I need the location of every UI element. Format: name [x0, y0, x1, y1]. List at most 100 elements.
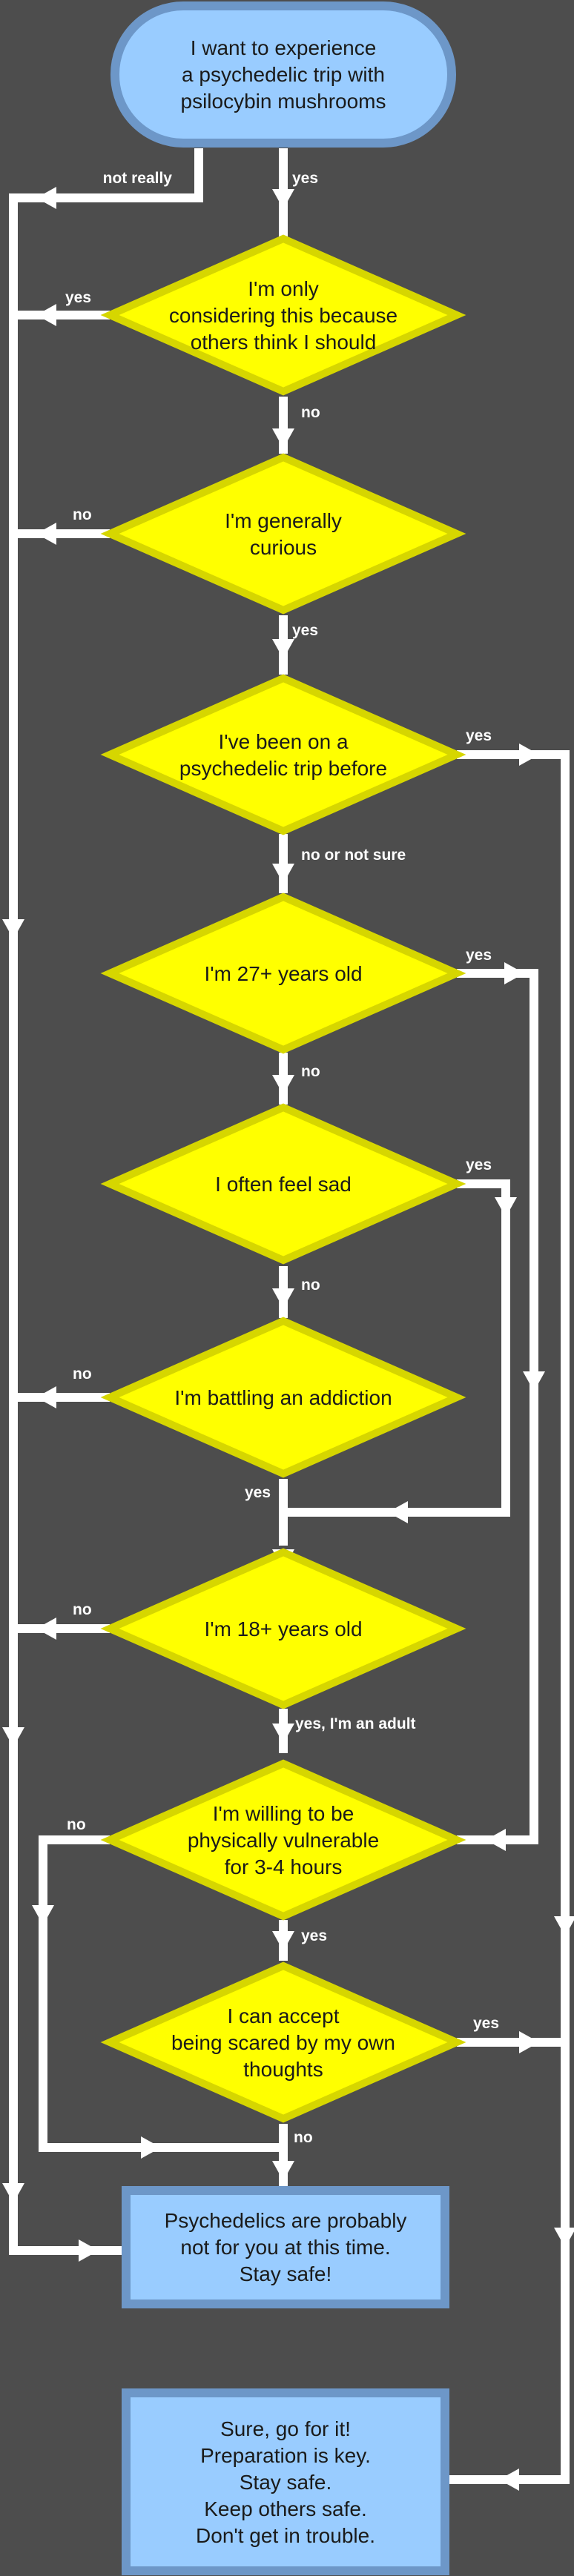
- node-text-line: I've been on a: [218, 730, 348, 753]
- arrowheads: [2, 187, 574, 2491]
- edge-labels: not really yes yes no no yes yes no or n…: [65, 170, 499, 2146]
- label-d4-yes: yes: [466, 947, 492, 964]
- node-text-line: I can accept: [228, 2004, 340, 2027]
- node-text-line: Keep others safe.: [204, 2497, 366, 2520]
- arrowhead: [388, 1501, 408, 1523]
- arrowhead: [523, 1371, 545, 1391]
- edge-d8-no: [39, 1835, 283, 2152]
- decision-shape: [100, 453, 466, 615]
- label-d8-yes: yes: [301, 1927, 327, 1944]
- arrowhead: [495, 1197, 517, 1217]
- decision-text-often-sad: I often feel sad: [215, 1173, 352, 1196]
- node-text-line: I'm 27+ years old: [204, 962, 362, 985]
- arrowhead: [36, 1618, 56, 1640]
- node-text-line: being scared by my own: [171, 2031, 395, 2054]
- outcome-go-for-it-text: Sure, go for it!Preparation is key.Stay …: [196, 2417, 375, 2547]
- decision-shape: [100, 1961, 466, 2123]
- label-d9-no: no: [294, 2129, 313, 2146]
- label-start-not-really: not really: [103, 170, 173, 187]
- arrowhead: [519, 744, 539, 766]
- arrowhead: [272, 864, 294, 884]
- decision-text-addiction: I'm battling an addiction: [174, 1386, 392, 1409]
- arrowhead: [79, 2239, 99, 2262]
- label-d1-yes: yes: [65, 289, 91, 306]
- edge-start-not-really: [9, 148, 203, 2255]
- node-text-line: physically vulnerable: [188, 1829, 379, 1852]
- label-d8-no: no: [67, 1816, 86, 1833]
- label-d7-yes: yes, I'm an adult: [295, 1715, 416, 1732]
- arrowhead: [272, 1931, 294, 1951]
- label-start-yes: yes: [292, 170, 318, 187]
- arrowhead: [272, 428, 294, 448]
- decision-shape: [100, 234, 466, 396]
- node-text-line: others think I should: [191, 331, 377, 354]
- label-d4-no: no: [301, 1063, 320, 1080]
- decision-shape: [100, 1317, 466, 1478]
- arrowhead: [519, 2031, 539, 2053]
- arrowhead: [2, 1727, 24, 1747]
- label-d2-no: no: [73, 506, 92, 523]
- node-text-line: for 3-4 hours: [225, 1855, 343, 1878]
- node-text-line: I'm generally: [225, 509, 342, 532]
- decision-text-been-on-trip: I've been on a psychedelic trip before: [179, 730, 387, 780]
- label-d3-yes: yes: [466, 727, 492, 744]
- outcome-go-for-it-box: [122, 2388, 449, 2575]
- label-d2-yes: yes: [292, 622, 318, 639]
- decision-text-accept-scared: I can accept being scared by my own though…: [171, 2004, 395, 2081]
- arrowhead: [32, 1905, 54, 1925]
- arrowhead: [36, 1386, 56, 1408]
- arrowhead: [486, 1829, 506, 1851]
- node-text-line: Sure, go for it!: [220, 2417, 351, 2440]
- node-text-line: psilocybin mushrooms: [181, 90, 386, 113]
- decision-shape: [100, 1759, 466, 1921]
- start-node: I want to experience a psychedelic trip w…: [110, 1, 456, 148]
- node-text-line: Preparation is key.: [200, 2444, 371, 2467]
- arrowhead: [554, 2228, 574, 2248]
- decision-text-physically-vulnerable: I'm willing to be physically vulnerable fo…: [188, 1802, 379, 1878]
- arrowhead: [2, 919, 24, 939]
- arrowhead: [36, 304, 56, 326]
- label-d1-no: no: [301, 404, 320, 421]
- start-terminal-shape: [110, 1, 456, 148]
- start-text: I want to experience a psychedelic trip w…: [181, 36, 386, 113]
- decision-shape: [100, 1103, 466, 1265]
- label-d5-no: no: [301, 1277, 320, 1294]
- node-text-line: I'm 18+ years old: [204, 1618, 362, 1640]
- node-text-line: not for you at this time.: [180, 2236, 390, 2259]
- arrowhead: [2, 2183, 24, 2203]
- node-text-line: considering this because: [169, 304, 397, 327]
- node-text-line: Stay safe!: [240, 2262, 332, 2285]
- arrowhead: [504, 962, 524, 984]
- label-d6-no: no: [73, 1365, 92, 1383]
- node-text-line: a psychedelic trip with: [182, 63, 385, 86]
- arrowhead: [272, 189, 294, 209]
- node-text-line: I often feel sad: [215, 1173, 352, 1196]
- decision-shape: [100, 1548, 466, 1709]
- arrowhead: [36, 187, 56, 209]
- outcome-not-for-you-box: [122, 2186, 449, 2308]
- decision-shape: [100, 893, 466, 1054]
- label-d5-yes: yes: [466, 1156, 492, 1173]
- arrowhead: [272, 639, 294, 659]
- node-text-line: I'm battling an addiction: [174, 1386, 392, 1409]
- node-text-line: Don't get in trouble.: [196, 2524, 375, 2547]
- node-text-line: psychedelic trip before: [179, 757, 387, 780]
- node-text-line: I want to experience: [191, 36, 377, 59]
- label-d9-yes: yes: [473, 2015, 499, 2032]
- arrowhead: [272, 2161, 294, 2181]
- arrowhead: [272, 1288, 294, 1308]
- arrowhead: [272, 1075, 294, 1095]
- node-text-line: I'm willing to be: [213, 1802, 354, 1825]
- decision-text-27-plus: I'm 27+ years old: [204, 962, 362, 985]
- arrowhead: [272, 1724, 294, 1744]
- node-text-line: thoughts: [243, 2058, 323, 2081]
- arrowhead: [499, 2469, 519, 2491]
- label-d6-yes: yes: [245, 1484, 271, 1501]
- arrowhead: [36, 523, 56, 545]
- arrowhead: [141, 2136, 161, 2159]
